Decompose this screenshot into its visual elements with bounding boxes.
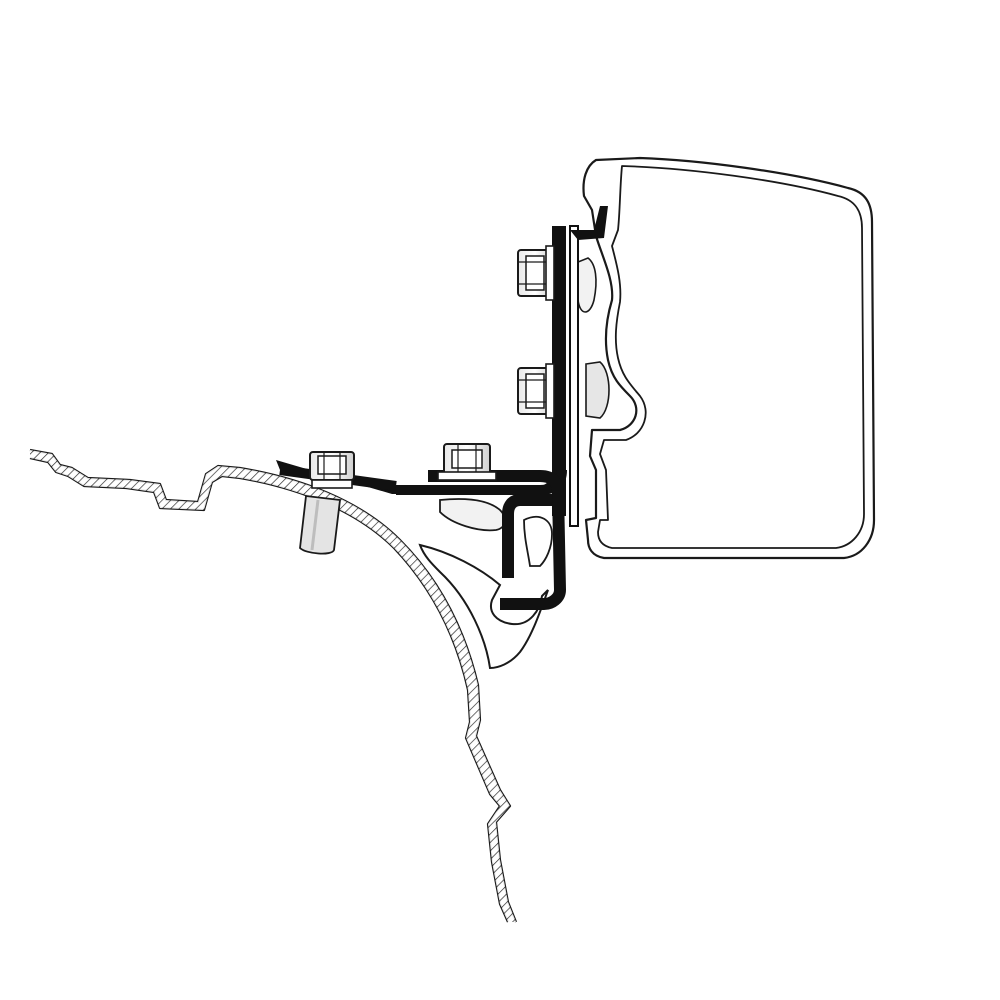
bracket-top-hook [570,206,608,240]
awning-cassette-icon [577,156,876,560]
roof-skin-hatch [30,450,516,922]
cassette-clamp [585,361,610,419]
hex-bolt-icon [299,451,355,555]
roof-rail-channel [418,498,553,670]
bracket-lower-bar [428,470,566,610]
bracket-u-hook [502,494,552,578]
hex-nut-icon [517,245,555,301]
vehicle-roof-profile-icon [29,448,518,923]
cassette-outer [582,156,876,560]
cassette-inner [597,165,865,549]
cassette-rail-slot [577,257,597,313]
hex-nut-icon [437,443,497,481]
roof-skin-inner [29,456,510,923]
bracket-vertical-plate [552,226,566,516]
hex-nut-icon [517,363,555,419]
mounting-bracket-icon [276,206,608,610]
roof-skin-outer [29,448,518,923]
bolt-shank [299,495,342,555]
